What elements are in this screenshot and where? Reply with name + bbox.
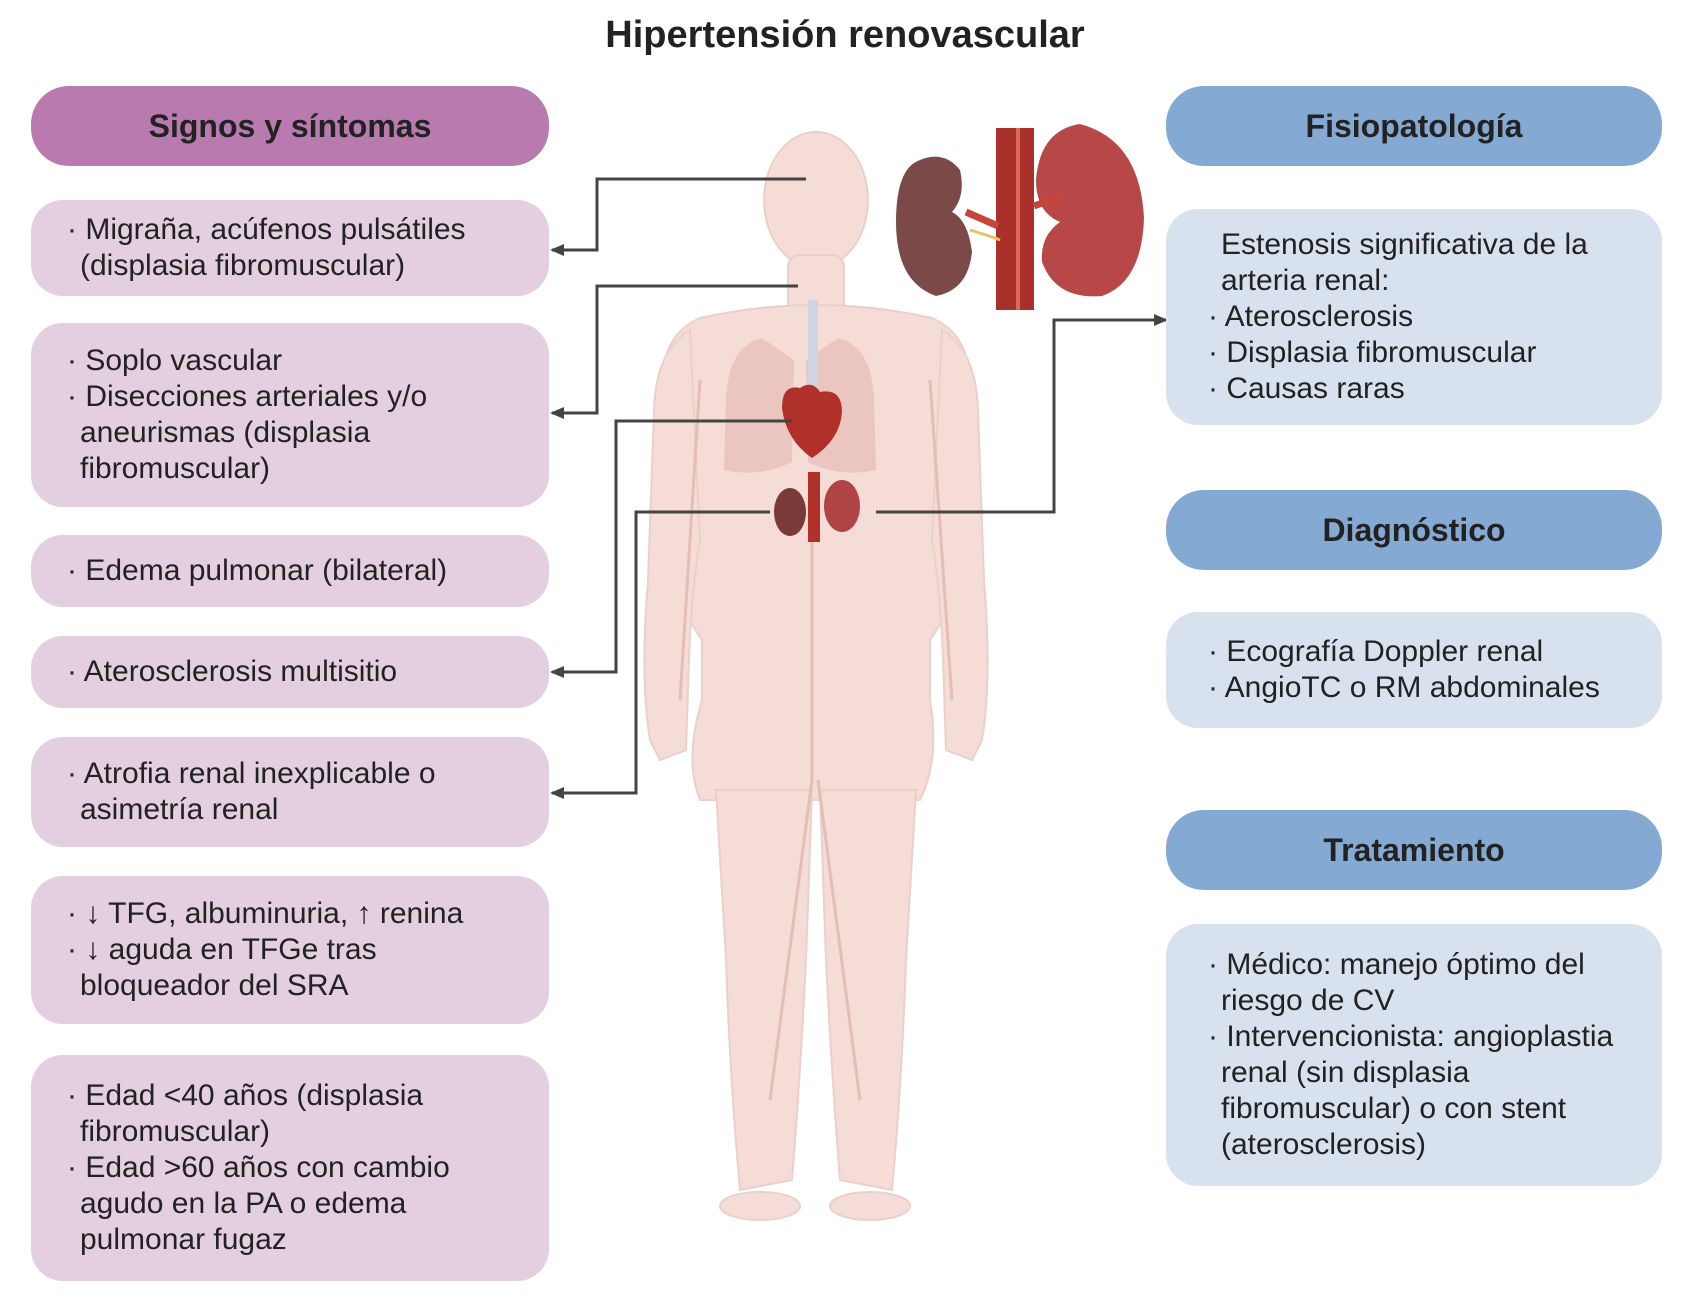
box-text-line: · Médico: manejo óptimo del <box>1208 948 1585 981</box>
diagnostico-box: · Ecografía Doppler renal· AngioTC o RM … <box>1166 612 1662 728</box>
symptom-box-4: · Aterosclerosis multisitio <box>31 636 549 708</box>
box-text-line: · Soplo vascular <box>67 344 283 377</box>
box-text-line: (aterosclerosis) <box>1221 1128 1427 1161</box>
box-text-line: arteria renal: <box>1221 264 1390 297</box>
box-text-line: · Aterosclerosis <box>1208 300 1414 333</box>
connector-lines <box>550 177 1168 799</box>
heart <box>782 384 842 458</box>
box-text-line: aneurismas (displasia <box>80 416 371 449</box>
connector-kidney-right <box>876 314 1168 514</box>
box-text-line: fibromuscular) <box>80 452 271 485</box>
box-text-line: · Atrofia renal inexplicable o <box>67 757 436 790</box>
box-text-line: · Disecciones arteriales y/o <box>67 380 428 413</box>
box-text-line: renal (sin displasia <box>1221 1056 1470 1089</box>
fisiopatologia-header: Fisiopatología <box>1166 86 1662 166</box>
box-text-line: · AngioTC o RM abdominales <box>1208 671 1600 704</box>
box-text-line: · Migraña, acúfenos pulsátiles <box>67 213 466 246</box>
symptom-box-3: · Edema pulmonar (bilateral) <box>31 535 549 607</box>
kidney-illustration <box>896 124 1144 310</box>
box-text-line: Estenosis significativa de la <box>1221 228 1588 261</box>
box-text-line: · Causas raras <box>1208 372 1405 405</box>
box-text-line: · ↓ aguda en TFGe tras <box>67 933 377 966</box>
box-text-line: · Ecografía Doppler renal <box>1208 635 1544 668</box>
box-text-line: · ↓ TFG, albuminuria, ↑ renina <box>67 897 464 930</box>
symptom-box-6: · ↓ TFG, albuminuria, ↑ renina· ↓ aguda … <box>31 876 549 1024</box>
box-text-line: · Edad >60 años con cambio <box>67 1151 450 1184</box>
vessels <box>678 379 954 1101</box>
box-text-line: fibromuscular) o con stent <box>1221 1092 1567 1125</box>
tratamiento-header: Tratamiento <box>1166 810 1662 890</box>
connector-head <box>550 177 806 256</box>
trachea <box>808 300 818 390</box>
diagnostico-header: Diagnóstico <box>1166 490 1662 570</box>
box-text-line: fibromuscular) <box>80 1115 271 1148</box>
box-text-line: · Displasia fibromuscular <box>1208 336 1537 369</box>
box-text-line: pulmonar fugaz <box>80 1223 287 1256</box>
box-text-line: · Edema pulmonar (bilateral) <box>67 554 448 587</box>
connector-neck <box>550 284 798 419</box>
connector-heart <box>550 419 792 678</box>
box-text-line: (displasia fibromuscular) <box>80 249 406 282</box>
box-text-line: bloqueador del SRA <box>80 969 349 1002</box>
box-text-line: riesgo de CV <box>1221 984 1395 1017</box>
box-text-line: · Edad <40 años (displasia <box>67 1079 424 1112</box>
diagram-title: Hipertensión renovascular <box>605 14 1085 56</box>
signos-header: Signos y síntomas <box>31 86 549 166</box>
box-text-line: asimetría renal <box>80 793 279 826</box>
symptom-box-2: · Soplo vascular· Disecciones arteriales… <box>31 323 549 507</box>
symptom-box-1: · Migraña, acúfenos pulsátiles(displasia… <box>31 200 549 296</box>
body-kidneys <box>774 472 860 542</box>
box-text-line: · Intervencionista: angioplastia <box>1208 1020 1614 1053</box>
box-text-line: · Aterosclerosis multisitio <box>67 655 398 688</box>
box-text-line: agudo en la PA o edema <box>80 1187 407 1220</box>
connector-kidney-left <box>550 510 770 799</box>
